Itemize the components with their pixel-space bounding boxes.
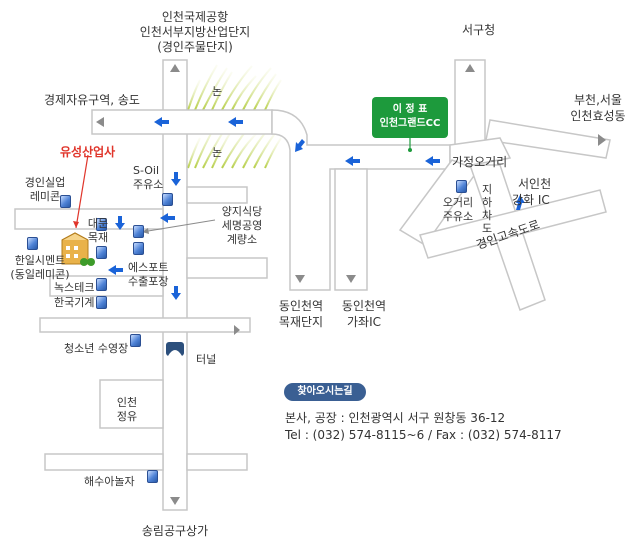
underpass-label: 지하차도 — [481, 183, 493, 235]
ogeori-label-1: 오거리 — [442, 196, 474, 209]
headline-label: 유성산업사 — [60, 145, 116, 159]
soil-label-1: S-Oil — [133, 164, 160, 177]
west-station-label: 경제자유구역, 송도 — [44, 93, 140, 107]
dongin-label-1: 동인천역 — [278, 299, 324, 313]
seogu-end-arrow — [465, 64, 475, 72]
esport-label-1: 에스포트 — [128, 261, 169, 274]
roads — [14, 59, 611, 511]
noxtech-marker — [96, 278, 107, 291]
soil-marker — [162, 193, 173, 206]
soil-label-2: 주유소 — [133, 178, 164, 191]
ogeori-marker — [456, 180, 467, 193]
hanguk-marker — [96, 296, 107, 309]
daemun-marker-3 — [96, 218, 107, 231]
route-arrows — [108, 117, 525, 300]
pool-marker — [130, 334, 141, 347]
directions-info: 본사, 공장 : 인천광역시 서구 원창동 36-12 Tel : (032) … — [285, 410, 562, 444]
ogeori-label-2: 주유소 — [442, 210, 474, 223]
daemun-marker-2 — [133, 242, 144, 255]
pointer-lines — [73, 138, 412, 234]
pool-label: 청소년 수영장 — [64, 342, 129, 355]
milestone-line-1: 이 정 표 — [392, 104, 428, 115]
hanil-marker-2 — [96, 246, 107, 259]
bucheon-end-arrow — [598, 134, 606, 146]
dongin-end-arrow — [295, 275, 305, 283]
gyeongin-label-2: 레미콘 — [29, 190, 61, 203]
esport-label-2: 수출포장 — [128, 275, 169, 288]
incheon-label-1: 인천 — [116, 396, 138, 409]
haesu-marker — [147, 470, 158, 483]
hanil-label-1: 한일시멘트 — [14, 254, 66, 267]
daemun-marker-1 — [133, 225, 144, 238]
songrim-label: 송림공구상가 — [141, 524, 209, 538]
directions-title: 찾아오시는길 — [284, 383, 366, 401]
tunnel-label: 터널 — [196, 353, 217, 366]
dongin2-label-2: 가좌IC — [347, 315, 381, 329]
yangji-label-2: 세명공영 — [221, 219, 263, 232]
milestone-line-2: 인천그랜드CC — [379, 118, 441, 129]
daemun-label-2: 목재 — [87, 231, 109, 244]
south-end-arrow — [170, 497, 180, 505]
seoin-label-2: 강화 IC — [512, 193, 550, 207]
yangji-label-1: 양지식당 — [221, 205, 263, 218]
daemun-label-1: 대문 — [87, 217, 109, 230]
bucheon-label-2: 인천효성동 — [570, 109, 626, 123]
phone-line: Tel : (032) 574-8115~6 / Fax : (032) 574… — [285, 428, 562, 442]
top-label-3: (경인주물단지) — [157, 40, 233, 54]
gajeong-label: 가정오거리 — [452, 155, 508, 169]
dongin-label-2: 목재단지 — [278, 315, 324, 329]
hanguk-label: 한국기계 — [54, 296, 95, 309]
bucheon-label-1: 부천,서울 — [574, 93, 622, 107]
seoin-label-1: 서인천 — [518, 177, 552, 191]
yangji-label-3: 계량소 — [226, 233, 258, 246]
address-line: 본사, 공장 : 인천광역시 서구 원창동 36-12 — [285, 411, 506, 425]
paddy-label-1: 논 — [212, 85, 223, 98]
haesu-label: 해수아놀자 — [84, 475, 135, 488]
incheon-label-2: 정유 — [116, 410, 138, 423]
gyeongin-marker — [60, 195, 71, 208]
north-end-arrow — [170, 64, 180, 72]
seogucheong-label: 서구청 — [462, 23, 496, 37]
dongin2-end-arrow — [346, 275, 356, 283]
tunnel-icon — [166, 342, 184, 356]
road-end-arrows — [96, 64, 606, 505]
street-end-arrow — [234, 325, 240, 335]
dongin2-label-1: 동인천역 — [341, 299, 387, 313]
hanil-label-2: (동일레미콘) — [10, 268, 70, 281]
hanil-marker — [27, 237, 38, 250]
west-end-arrow — [96, 117, 104, 127]
gyeongin-label-1: 경인실업 — [24, 176, 66, 189]
milestone-badge: 이 정 표 인천그랜드CC — [372, 97, 448, 138]
top-label-2: 인천서부지방산업단지 — [139, 25, 251, 39]
paddy-label-2: 논 — [212, 146, 223, 159]
noxtech-label: 녹스테크 — [54, 281, 95, 294]
factory-icon — [61, 232, 95, 266]
top-label-1: 인천국제공항 — [161, 10, 229, 24]
